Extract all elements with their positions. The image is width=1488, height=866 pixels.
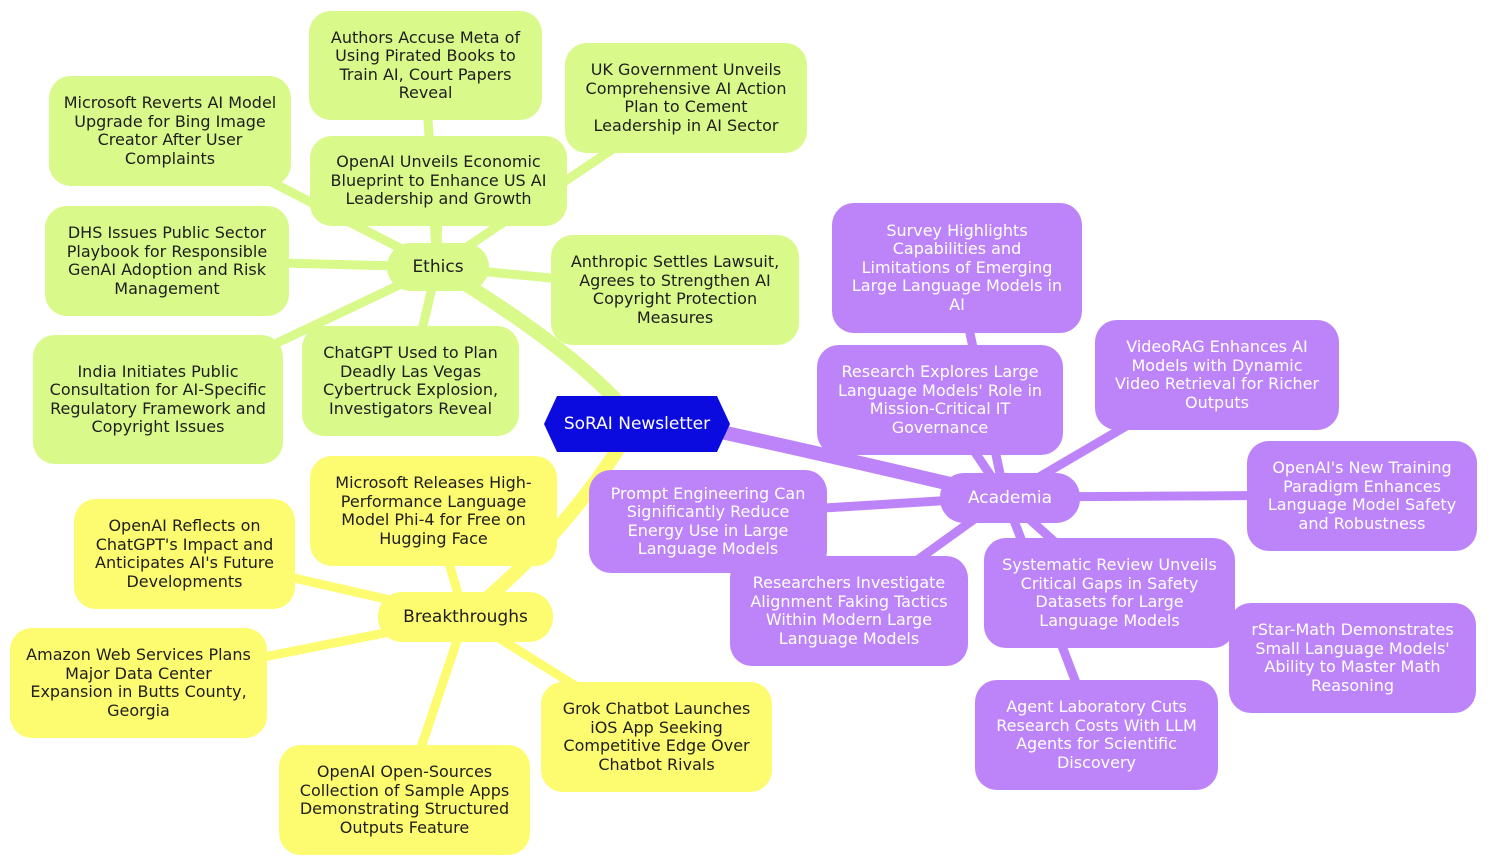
academia-item-videorag[interactable]: VideoRAG Enhances AI Models with Dynamic…: [1095, 320, 1339, 430]
breakthrough-item-openai-sample-apps[interactable]: OpenAI Open-Sources Collection of Sample…: [279, 745, 530, 855]
ethics-item-chatgpt-cybertruck[interactable]: ChatGPT Used to Plan Deadly Las Vegas Cy…: [302, 326, 519, 436]
ethics-item-india-consultation[interactable]: India Initiates Public Consultation for …: [33, 335, 283, 464]
ethics-item-openai-economic-blueprint[interactable]: OpenAI Unveils Economic Blueprint to Enh…: [310, 136, 567, 226]
breakthrough-item-grok-ios[interactable]: Grok Chatbot Launches iOS App Seeking Co…: [541, 682, 772, 792]
academia-item-llm-survey[interactable]: Survey Highlights Capabilities and Limit…: [832, 203, 1082, 333]
hub-academia[interactable]: Academia: [940, 473, 1080, 523]
breakthrough-item-chatgpt-impact[interactable]: OpenAI Reflects on ChatGPT's Impact and …: [74, 499, 295, 609]
root-label: SoRAI Newsletter: [563, 414, 711, 434]
hub-breakthroughs[interactable]: Breakthroughs: [378, 592, 553, 642]
academia-item-safety-datasets[interactable]: Systematic Review Unveils Critical Gaps …: [984, 538, 1235, 648]
academia-item-rstar-math[interactable]: rStar-Math Demonstrates Small Language M…: [1229, 603, 1476, 713]
breakthrough-item-aws-data-center[interactable]: Amazon Web Services Plans Major Data Cen…: [10, 628, 267, 738]
hub-ethics[interactable]: Ethics: [387, 243, 489, 291]
ethics-item-anthropic-lawsuit[interactable]: Anthropic Settles Lawsuit, Agrees to Str…: [551, 235, 799, 345]
academia-item-agent-laboratory[interactable]: Agent Laboratory Cuts Research Costs Wit…: [975, 680, 1218, 790]
academia-item-openai-training-paradigm[interactable]: OpenAI's New Training Paradigm Enhances …: [1247, 441, 1477, 551]
ethics-item-uk-action-plan[interactable]: UK Government Unveils Comprehensive AI A…: [565, 43, 807, 153]
academia-item-alignment-faking[interactable]: Researchers Investigate Alignment Faking…: [730, 556, 968, 666]
academia-item-prompt-engineering[interactable]: Prompt Engineering Can Significantly Red…: [589, 470, 827, 573]
academia-item-it-governance[interactable]: Research Explores Large Language Models'…: [817, 345, 1063, 455]
root-node[interactable]: SoRAI Newsletter: [544, 396, 730, 452]
hub-ethics-label: Ethics: [412, 256, 464, 277]
hub-academia-label: Academia: [967, 487, 1053, 508]
ethics-item-dhs-playbook[interactable]: DHS Issues Public Sector Playbook for Re…: [45, 206, 289, 316]
hub-breakthroughs-label: Breakthroughs: [403, 606, 528, 627]
ethics-item-bing-image-creator[interactable]: Microsoft Reverts AI Model Upgrade for B…: [49, 76, 291, 186]
ethics-item-meta-pirated-books[interactable]: Authors Accuse Meta of Using Pirated Boo…: [309, 11, 542, 120]
breakthrough-item-phi-4[interactable]: Microsoft Releases High-Performance Lang…: [310, 456, 557, 566]
